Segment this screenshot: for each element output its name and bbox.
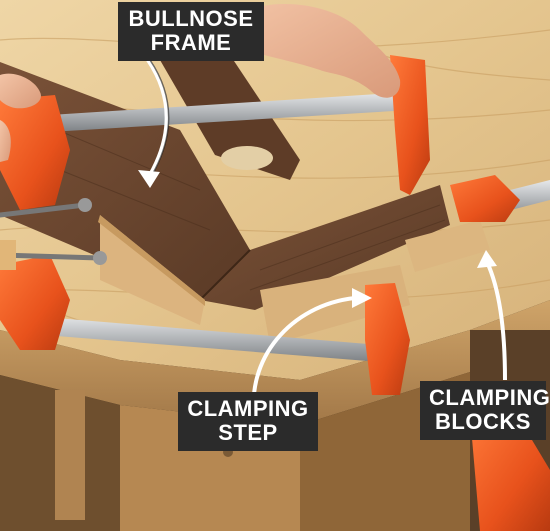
callout-bullnose-frame: BULLNOSE FRAME bbox=[118, 2, 264, 61]
clamp-jaws bbox=[0, 55, 550, 531]
clamp-screw-head bbox=[78, 198, 92, 212]
annotation-arrow-outline bbox=[149, 59, 170, 176]
callout-step-line2: STEP bbox=[218, 420, 278, 445]
right-hand bbox=[230, 3, 401, 98]
callout-clamping-step: CLAMPING STEP bbox=[178, 392, 318, 451]
callout-bullnose-line2: FRAME bbox=[150, 30, 232, 55]
callout-step-line1: CLAMPING bbox=[187, 396, 309, 421]
clamp-screws bbox=[0, 202, 103, 261]
arrow-head-blocks bbox=[477, 250, 497, 268]
clamp-screw-head bbox=[93, 251, 107, 265]
arrow-head-bullnose bbox=[138, 170, 160, 188]
bench-edge bbox=[0, 300, 550, 425]
clamping-block bbox=[405, 220, 490, 272]
clamp-bar-bottom bbox=[20, 315, 380, 362]
clamping-step-edge bbox=[98, 215, 205, 306]
callout-blocks-line2: BLOCKS bbox=[435, 409, 531, 434]
callout-clamping-blocks: CLAMPING BLOCKS bbox=[420, 381, 550, 440]
left-hand bbox=[0, 73, 41, 109]
callout-bullnose-line1: BULLNOSE bbox=[128, 6, 254, 31]
callout-blocks-line1: CLAMPING bbox=[429, 385, 550, 410]
miter-joint bbox=[199, 249, 251, 301]
walnut-frame-right bbox=[200, 185, 450, 310]
left-hand-thumb bbox=[0, 120, 11, 162]
clamp-handle bbox=[0, 240, 16, 270]
bench-leg bbox=[55, 390, 85, 520]
biscuit bbox=[221, 146, 273, 170]
clamp-bar-top bbox=[50, 92, 410, 132]
arrow-head-step bbox=[352, 288, 372, 308]
